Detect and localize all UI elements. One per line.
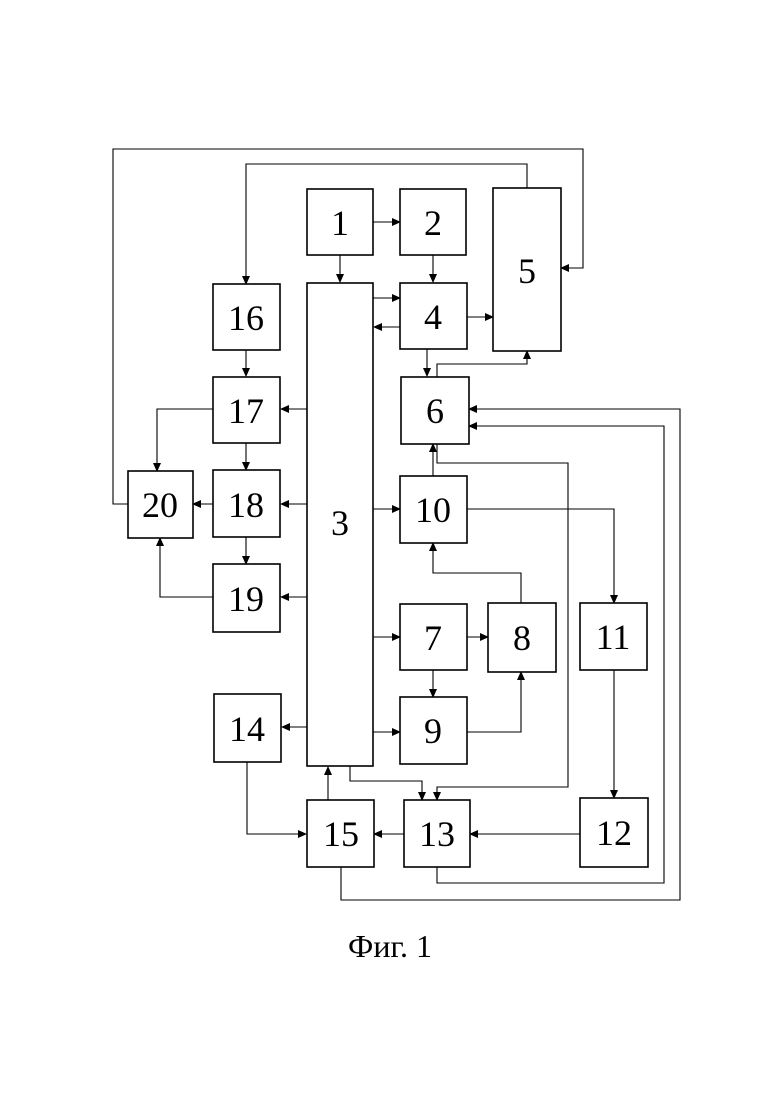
block-3: 3 bbox=[307, 283, 373, 766]
block-3-label: 3 bbox=[331, 503, 349, 543]
block-13-label: 13 bbox=[419, 814, 455, 854]
block-5: 5 bbox=[493, 188, 561, 351]
block-15: 15 bbox=[307, 800, 374, 867]
block-9: 9 bbox=[400, 697, 467, 764]
wire-19-to-20 bbox=[160, 538, 213, 597]
wire-6-to-5 bbox=[437, 351, 527, 377]
block-14: 14 bbox=[214, 694, 281, 762]
block-4-label: 4 bbox=[424, 297, 442, 337]
wire-10-to-11 bbox=[467, 509, 614, 603]
block-18-label: 18 bbox=[228, 485, 264, 525]
block-2-label: 2 bbox=[424, 203, 442, 243]
block-13: 13 bbox=[404, 800, 470, 867]
wire-14-to-15 bbox=[247, 762, 306, 834]
block-11-label: 11 bbox=[596, 617, 631, 657]
block-9-label: 9 bbox=[424, 711, 442, 751]
block-7: 7 bbox=[400, 604, 467, 670]
block-20: 20 bbox=[128, 471, 193, 538]
block-1: 1 bbox=[307, 189, 373, 255]
block-17: 17 bbox=[213, 377, 280, 443]
block-8: 8 bbox=[488, 603, 556, 672]
block-12-label: 12 bbox=[596, 813, 632, 853]
block-10-label: 10 bbox=[415, 490, 451, 530]
figure-caption: Фиг. 1 bbox=[0, 928, 780, 965]
block-20-label: 20 bbox=[142, 485, 178, 525]
block-5-label: 5 bbox=[518, 251, 536, 291]
block-15-label: 15 bbox=[323, 814, 359, 854]
block-2: 2 bbox=[400, 189, 466, 255]
wire-5-to-16 bbox=[246, 164, 527, 284]
block-7-label: 7 bbox=[424, 618, 442, 658]
block-16-label: 16 bbox=[228, 298, 264, 338]
block-16: 16 bbox=[213, 284, 280, 350]
block-12: 12 bbox=[580, 798, 648, 867]
block-1-label: 1 bbox=[331, 203, 349, 243]
wire-17-to-20 bbox=[157, 409, 213, 471]
block-17-label: 17 bbox=[228, 391, 264, 431]
block-18: 18 bbox=[213, 470, 280, 537]
wire-3-to-13 bbox=[350, 766, 422, 800]
block-8-label: 8 bbox=[513, 618, 531, 658]
block-4: 4 bbox=[400, 283, 467, 349]
blocks: 1 2 3 4 5 6 7 8 bbox=[128, 188, 648, 867]
wire-9-to-8 bbox=[467, 672, 521, 732]
block-10: 10 bbox=[400, 476, 467, 543]
block-19-label: 19 bbox=[228, 579, 264, 619]
block-6: 6 bbox=[401, 377, 469, 444]
block-11: 11 bbox=[580, 603, 647, 670]
block-6-label: 6 bbox=[426, 391, 444, 431]
block-19: 19 bbox=[213, 564, 280, 632]
wire-8-to-10 bbox=[433, 543, 521, 603]
connection-lines bbox=[113, 149, 680, 900]
block-14-label: 14 bbox=[229, 709, 265, 749]
